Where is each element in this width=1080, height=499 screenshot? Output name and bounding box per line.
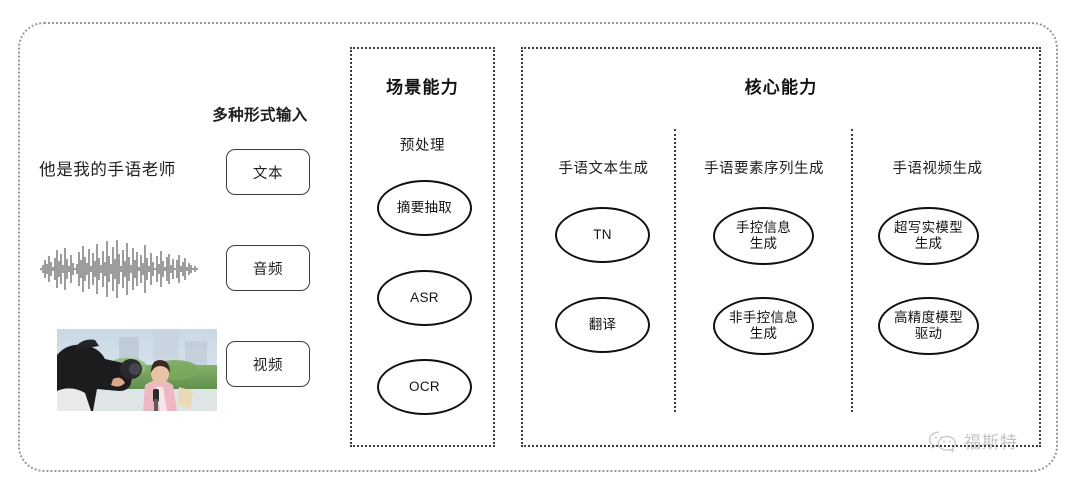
core-node-high-precision-model-driving[interactable]: 高精度模型驱动 bbox=[878, 297, 979, 355]
outer-frame bbox=[18, 22, 1058, 472]
core-node-tn[interactable]: TN bbox=[555, 207, 650, 263]
core-node-non-manual-info-generation[interactable]: 非手控信息生成 bbox=[713, 297, 814, 355]
watermark: 福斯特 bbox=[928, 428, 1018, 453]
modality-box-video[interactable]: 视频 bbox=[226, 341, 310, 387]
waveform-icon bbox=[38, 238, 203, 300]
watermark-text: 福斯特 bbox=[964, 433, 1018, 453]
core-column-divider-2 bbox=[851, 129, 853, 412]
scene-node-asr[interactable]: ASR bbox=[377, 270, 472, 326]
scene-subheader: 预处理 bbox=[399, 138, 446, 154]
core-node-manual-info-generation[interactable]: 手控信息生成 bbox=[713, 207, 814, 265]
core-column-header-sign-video-generation: 手语视频生成 bbox=[892, 161, 983, 177]
modality-box-text[interactable]: 文本 bbox=[226, 149, 310, 195]
core-capability-panel: 核心能力 手语文本生成 手语要素序列生成 手语视频生成 TN 翻译 手控信息生成… bbox=[521, 47, 1041, 447]
core-node-photorealistic-model-generation[interactable]: 超写实模型生成 bbox=[878, 207, 979, 265]
wechat-icon bbox=[928, 431, 957, 452]
input-section: 多种形式输入 他是我的手语老师 bbox=[30, 90, 330, 420]
core-node-translation[interactable]: 翻译 bbox=[555, 297, 650, 353]
core-column-header-sign-element-sequence-generation: 手语要素序列生成 bbox=[704, 161, 824, 177]
sample-sentence-text: 他是我的手语老师 bbox=[39, 161, 176, 179]
scene-capability-panel: 场景能力 预处理 摘要抽取 ASR OCR bbox=[350, 47, 495, 447]
video-thumbnail-icon bbox=[57, 329, 217, 411]
core-column-divider-1 bbox=[674, 129, 676, 412]
core-panel-title: 核心能力 bbox=[744, 78, 818, 97]
modality-box-audio[interactable]: 音频 bbox=[226, 245, 310, 291]
scene-node-ocr[interactable]: OCR bbox=[377, 359, 472, 415]
multi-input-header: 多种形式输入 bbox=[212, 107, 308, 124]
scene-panel-title: 场景能力 bbox=[386, 78, 459, 97]
core-column-header-sign-text-generation: 手语文本生成 bbox=[558, 161, 649, 177]
scene-node-summary-extraction[interactable]: 摘要抽取 bbox=[377, 180, 472, 236]
